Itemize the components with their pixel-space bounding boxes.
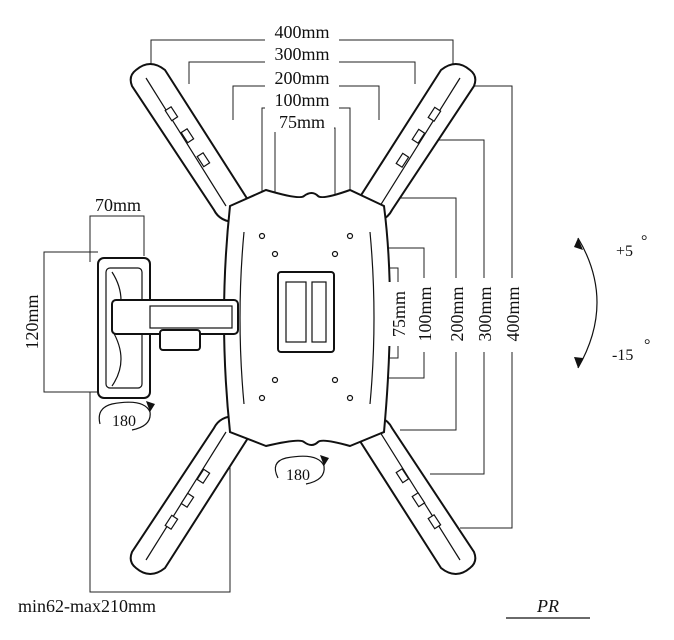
swivel-wall-label: 180 — [112, 413, 136, 430]
tilt-arc — [574, 237, 598, 369]
tilt-down-degree: ° — [644, 337, 650, 354]
dim-label-300mm-v: 300mm — [475, 286, 495, 341]
tilt-down-label: -15 — [612, 347, 633, 364]
arm-upper-left — [129, 63, 250, 224]
tv-plate — [223, 188, 391, 448]
tilt-up-label: +5 — [616, 243, 633, 260]
tilt-up-degree: ° — [641, 233, 647, 250]
vertical-dimension-labels: 75mm 100mm 200mm 300mm 400mm — [388, 278, 523, 352]
dim-label-75mm-h: 75mm — [279, 112, 325, 132]
brand-logo: PR — [506, 596, 590, 619]
brand-logo-text: PR — [536, 596, 559, 616]
dim-label-200mm-h: 200mm — [274, 68, 329, 88]
wall-plate-assembly — [97, 257, 239, 399]
swivel-plate-label: 180 — [286, 467, 310, 484]
dim-label-400mm-h: 400mm — [274, 22, 329, 42]
mount-arms — [129, 63, 477, 575]
arm-lower-right — [356, 414, 477, 575]
dim-label-100mm-v: 100mm — [415, 286, 435, 341]
dim-label-400mm-v: 400mm — [503, 286, 523, 341]
wall-plate-dimension-lines — [43, 215, 231, 593]
arm-lower-left — [129, 414, 250, 575]
dim-label-200mm-v: 200mm — [447, 286, 467, 341]
horizontal-dimension-labels: 400mm 300mm 200mm 100mm 75mm — [265, 22, 339, 132]
dim-label-100mm-h: 100mm — [274, 90, 329, 110]
wall-plate-width-label: 70mm — [95, 195, 141, 215]
dim-label-300mm-h: 300mm — [274, 44, 329, 64]
wall-plate-height-label: 120mm — [22, 294, 42, 349]
swivel-arrows — [98, 401, 329, 485]
extension-range-label: min62-max210mm — [18, 596, 156, 616]
dim-label-75mm-v: 75mm — [389, 291, 409, 337]
